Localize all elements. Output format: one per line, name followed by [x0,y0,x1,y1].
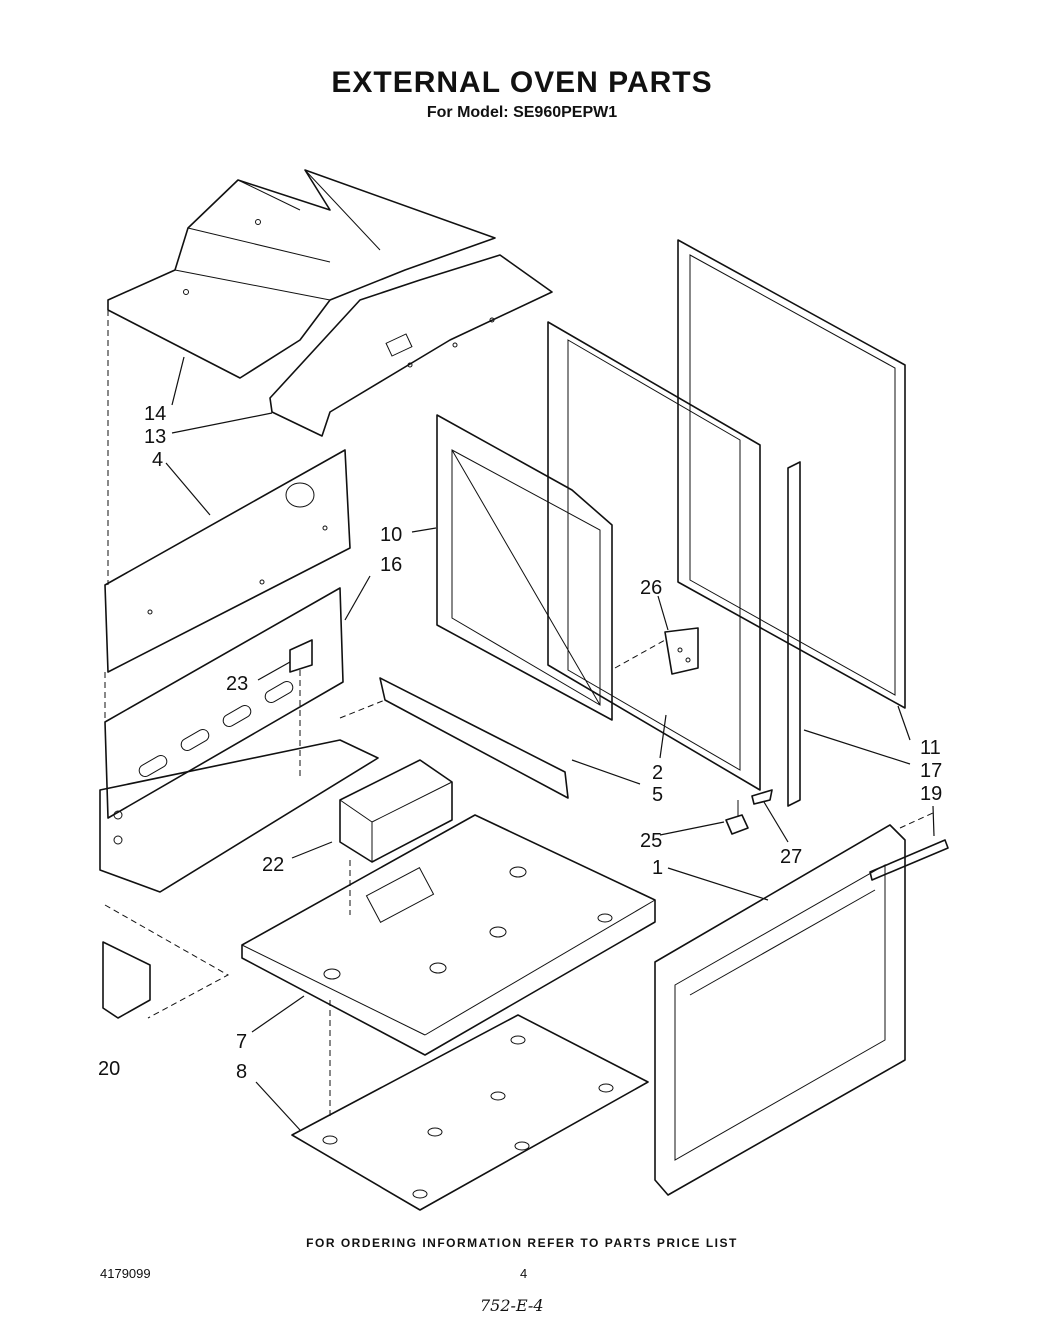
part-label-10: 10 [380,524,402,546]
part-label-17: 17 [920,760,942,782]
part-label-20: 20 [98,1058,120,1080]
part-13-front-panel [269,254,553,437]
handwritten-code: 752-E-4 [480,1296,544,1315]
document-number: 4179099 [100,1266,151,1281]
part-5-rail [379,677,569,799]
part-8-bottom-plate [291,1014,649,1211]
part-22-box [339,759,453,915]
part-10-door-inner-panel [436,414,613,721]
model-label: For Model: [426,104,509,121]
part-4-panel [104,449,351,673]
part-26-bracket [664,627,699,675]
part-label-11: 11 [920,737,941,759]
part-label-14: 14 [144,403,166,425]
page-title: EXTERNAL OVEN PARTS [331,66,713,99]
part-label-13: 13 [144,426,166,448]
ordering-note: FOR ORDERING INFORMATION REFER TO PARTS … [306,1236,738,1250]
part-label-8: 8 [236,1061,247,1083]
part-14-top-panel [107,169,496,379]
part-25-hinge [725,800,749,835]
part-1-oven-door-frame [654,824,906,1196]
part-label-19: 19 [920,783,942,805]
page-number: 4 [520,1266,528,1281]
construction-lines [104,310,386,722]
model-subtitle: For Model: SE960PEPW1 [0,104,1044,122]
part-label-4: 4 [152,449,163,471]
part-label-23: 23 [226,673,248,695]
part-11-door-panel [677,239,906,709]
part-label-22: 22 [262,854,284,876]
chassis-rail [99,739,379,893]
part-label-7: 7 [236,1031,247,1053]
part-label-5: 5 [652,784,663,806]
part-27-clip [751,789,773,805]
part-2-door-frame [547,321,761,791]
part-7-bottom-tray [241,814,656,1120]
part-16-panel [104,587,344,819]
part-label-16: 16 [380,554,402,576]
part-label-25: 25 [640,830,662,852]
part-label-1: 1 [652,857,663,879]
model-number: SE960PEPW1 [513,104,618,121]
part-17-strip [787,461,801,807]
leader-lines [165,356,935,1131]
part-label-27: 27 [780,846,802,868]
part-23-bracket [289,639,313,780]
part-label-26: 26 [640,577,662,599]
part-20-bracket [102,904,230,1019]
part-19-rod [869,811,949,881]
part-label-2: 2 [652,762,663,784]
